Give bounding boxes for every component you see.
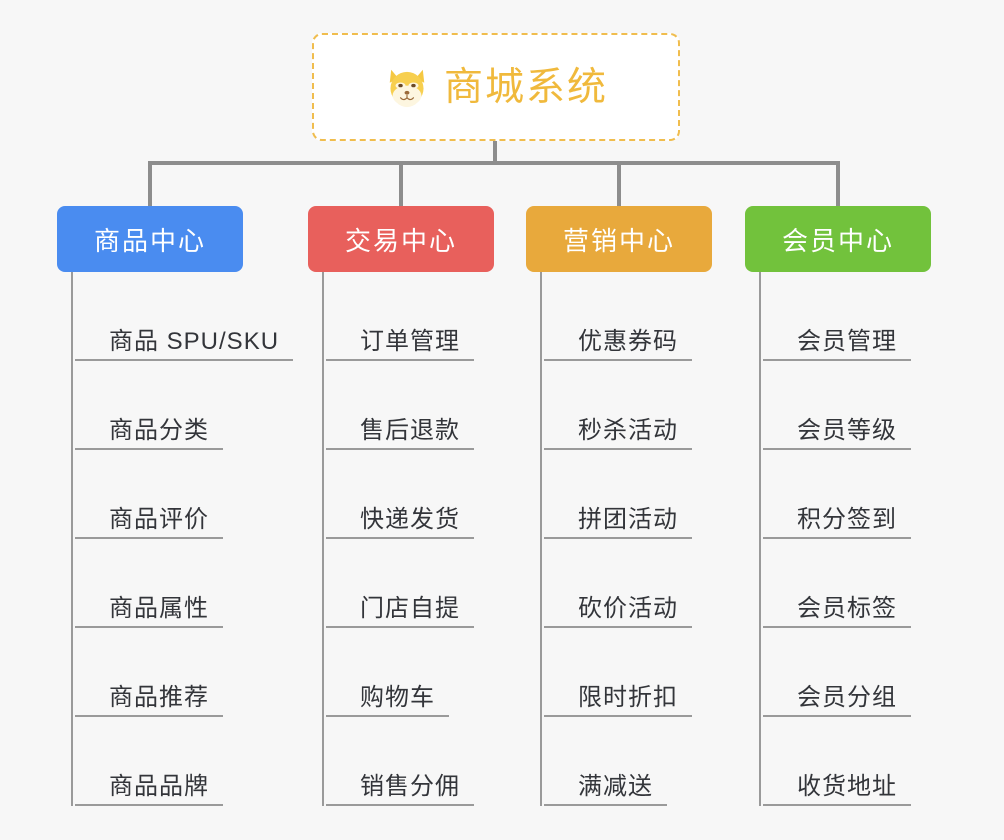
list-item[interactable]: 满减送: [544, 717, 712, 806]
list-item[interactable]: 商品评价: [75, 450, 293, 539]
connector-to-branch-2: [399, 161, 403, 207]
root-title: 商城系统: [443, 65, 608, 109]
list-item[interactable]: 商品 SPU/SKU: [75, 272, 294, 361]
list-item[interactable]: 砍价活动: [544, 539, 712, 628]
branch-leaf-list-4: 会员管理 会员等级 积分签到 会员标签 会员分组 收货地址: [759, 272, 931, 806]
list-item[interactable]: 收货地址: [763, 717, 931, 806]
branch-header-label: 商品中心: [93, 225, 206, 256]
leaf-label: 商品推荐: [109, 683, 209, 711]
leaf-label: 商品分类: [109, 416, 209, 444]
list-item[interactable]: 秒杀活动: [544, 361, 712, 450]
branch-leaf-list-3: 优惠券码 秒杀活动 拼团活动 砍价活动 限时折扣 满减送: [540, 272, 712, 806]
branch-header-2[interactable]: 交易中心: [308, 206, 494, 272]
leaf-label: 拼团活动: [578, 505, 678, 533]
list-item[interactable]: 积分签到: [763, 450, 931, 539]
list-item[interactable]: 销售分佣: [326, 717, 494, 806]
leaf-label: 门店自提: [360, 594, 460, 622]
list-item[interactable]: 会员分组: [763, 628, 931, 717]
leaf-label: 商品属性: [109, 594, 209, 622]
leaf-label: 会员管理: [797, 327, 897, 355]
leaf-label: 快递发货: [360, 505, 460, 533]
leaf-label: 购物车: [360, 683, 435, 711]
leaf-label: 收货地址: [797, 772, 897, 800]
list-item[interactable]: 会员管理: [763, 272, 931, 361]
list-item[interactable]: 拼团活动: [544, 450, 712, 539]
list-item[interactable]: 商品推荐: [75, 628, 293, 717]
branch-leaf-list-1: 商品 SPU/SKU 商品分类 商品评价 商品属性 商品推荐 商品品牌: [71, 272, 294, 806]
list-item[interactable]: 订单管理: [326, 272, 494, 361]
leaf-label: 砍价活动: [578, 594, 678, 622]
leaf-label: 商品品牌: [109, 772, 209, 800]
leaf-label: 满减送: [578, 772, 653, 800]
leaf-label: 会员标签: [797, 594, 897, 622]
list-item[interactable]: 购物车: [326, 628, 494, 717]
branch-header-label: 会员中心: [781, 225, 894, 256]
list-item[interactable]: 会员标签: [763, 539, 931, 628]
branch-column-1: 商品中心 商品 SPU/SKU 商品分类 商品评价 商品属性 商品推荐 商品品牌: [57, 206, 294, 806]
root-node[interactable]: 商城系统: [312, 33, 680, 141]
branch-column-4: 会员中心 会员管理 会员等级 积分签到 会员标签 会员分组 收货地址: [745, 206, 931, 806]
list-item[interactable]: 门店自提: [326, 539, 494, 628]
list-item[interactable]: 会员等级: [763, 361, 931, 450]
list-item[interactable]: 商品分类: [75, 361, 293, 450]
list-item[interactable]: 商品属性: [75, 539, 293, 628]
leaf-label: 限时折扣: [578, 683, 678, 711]
leaf-label: 销售分佣: [360, 772, 460, 800]
branch-header-label: 营销中心: [562, 225, 675, 256]
list-item[interactable]: 限时折扣: [544, 628, 712, 717]
shiba-inu-icon: [389, 69, 425, 108]
leaf-label: 会员等级: [797, 416, 897, 444]
leaf-label: 商品 SPU/SKU: [109, 327, 280, 355]
branch-leaf-list-2: 订单管理 售后退款 快递发货 门店自提 购物车 销售分佣: [322, 272, 494, 806]
connector-horizontal-bar: [150, 161, 840, 165]
list-item[interactable]: 售后退款: [326, 361, 494, 450]
branch-header-1[interactable]: 商品中心: [57, 206, 243, 272]
branch-header-label: 交易中心: [344, 225, 457, 256]
list-item[interactable]: 优惠券码: [544, 272, 712, 361]
branch-header-3[interactable]: 营销中心: [526, 206, 712, 272]
leaf-label: 商品评价: [109, 505, 209, 533]
leaf-label: 积分签到: [797, 505, 897, 533]
list-item[interactable]: 商品品牌: [75, 717, 293, 806]
leaf-label: 优惠券码: [578, 327, 678, 355]
leaf-label: 售后退款: [360, 416, 460, 444]
branch-column-3: 营销中心 优惠券码 秒杀活动 拼团活动 砍价活动 限时折扣 满减送: [526, 206, 712, 806]
list-item[interactable]: 快递发货: [326, 450, 494, 539]
branch-header-4[interactable]: 会员中心: [745, 206, 931, 272]
leaf-label: 会员分组: [797, 683, 897, 711]
connector-to-branch-1: [148, 161, 152, 207]
connector-root-stem: [493, 141, 497, 165]
connector-to-branch-3: [617, 161, 621, 207]
leaf-label: 秒杀活动: [578, 416, 678, 444]
leaf-label: 订单管理: [360, 327, 460, 355]
connector-to-branch-4: [836, 161, 840, 207]
branch-column-2: 交易中心 订单管理 售后退款 快递发货 门店自提 购物车 销售分佣: [308, 206, 494, 806]
